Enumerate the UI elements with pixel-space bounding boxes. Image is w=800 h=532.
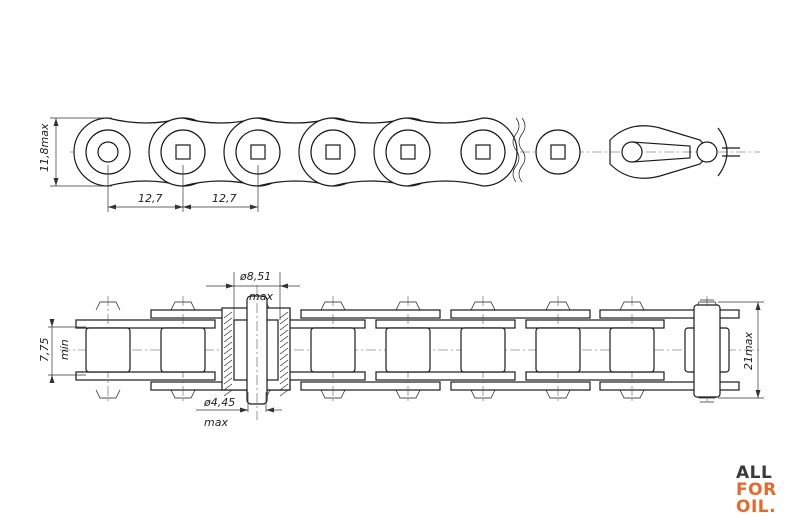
roller xyxy=(609,327,655,373)
pin-head-bottom xyxy=(170,389,196,399)
brand-logo: ALL FOR OIL. xyxy=(736,465,796,516)
roller xyxy=(385,327,431,373)
pin-head-bottom xyxy=(470,389,496,399)
chain-plan-view: ø8,51 max ø4,45 max 7,75 min xyxy=(38,270,764,429)
outer-plate-top xyxy=(599,309,740,319)
outer-plate-bottom xyxy=(300,381,441,391)
inner-width-dimension: 7,75 min xyxy=(38,319,86,383)
sectioned-pin xyxy=(221,285,291,420)
pin-dia-note: max xyxy=(204,416,228,429)
height-dimension: 11,8max xyxy=(38,117,112,187)
chain-side-view: 11,8max 12,7 12,7 xyxy=(38,117,760,212)
pin-square xyxy=(475,144,491,160)
pin-head-bottom xyxy=(619,389,645,399)
inner-plate-bottom xyxy=(525,371,665,381)
roller xyxy=(310,327,356,373)
inner-plate-top xyxy=(525,319,665,329)
inner-width-note: min xyxy=(58,339,71,360)
pin-head-bottom xyxy=(320,389,346,399)
outer-plate-top xyxy=(450,309,591,319)
pin-square xyxy=(325,144,341,160)
height-max-label: 11,8max xyxy=(38,123,51,172)
inner-plate-top xyxy=(375,319,516,329)
inner-plate-top xyxy=(75,319,216,329)
pitch-2-label: 12,7 xyxy=(212,192,237,205)
overall-width-label: 21max xyxy=(742,332,755,370)
end-pin xyxy=(693,299,721,403)
roller-dia-note: max xyxy=(249,290,273,303)
roller-dia-label: ø8,51 xyxy=(239,270,271,283)
pitch-dimension: 12,7 12,7 xyxy=(107,165,259,212)
outer-plate-bottom xyxy=(450,381,591,391)
pin-square xyxy=(400,144,416,160)
logo-line-3: OIL. xyxy=(736,497,777,517)
inner-plate-bottom xyxy=(375,371,516,381)
pin-hole xyxy=(97,141,119,163)
pin-head-bottom xyxy=(545,389,571,399)
pin-dia-dimension: ø4,45 max xyxy=(196,392,282,429)
roller-dia-dimension: ø8,51 max xyxy=(206,270,300,320)
inner-plate-bottom xyxy=(75,371,216,381)
roller-circle xyxy=(310,129,356,175)
pin-dia-label: ø4,45 xyxy=(203,396,235,409)
roller xyxy=(85,327,131,373)
connecting-link xyxy=(609,125,740,179)
pin-square xyxy=(550,144,566,160)
roller-circle xyxy=(460,129,506,175)
outer-plate-top xyxy=(300,309,441,319)
outer-plate-bottom xyxy=(599,381,740,391)
logo-line-1: ALL xyxy=(736,463,773,483)
roller xyxy=(460,327,506,373)
roller-circle xyxy=(385,129,431,175)
logo-line-2: FOR xyxy=(736,480,777,500)
roller-circle xyxy=(535,129,581,175)
pitch-1-label: 12,7 xyxy=(138,192,163,205)
pin-head-bottom xyxy=(95,389,121,399)
overall-width-dimension: 21max xyxy=(718,301,764,399)
roller xyxy=(160,327,206,373)
pin-square xyxy=(250,144,266,160)
inner-width-label: 7,75 xyxy=(38,338,51,363)
pin-square xyxy=(175,144,191,160)
pin-head-bottom xyxy=(395,389,421,399)
break-mark xyxy=(512,117,526,183)
roller xyxy=(535,327,581,373)
